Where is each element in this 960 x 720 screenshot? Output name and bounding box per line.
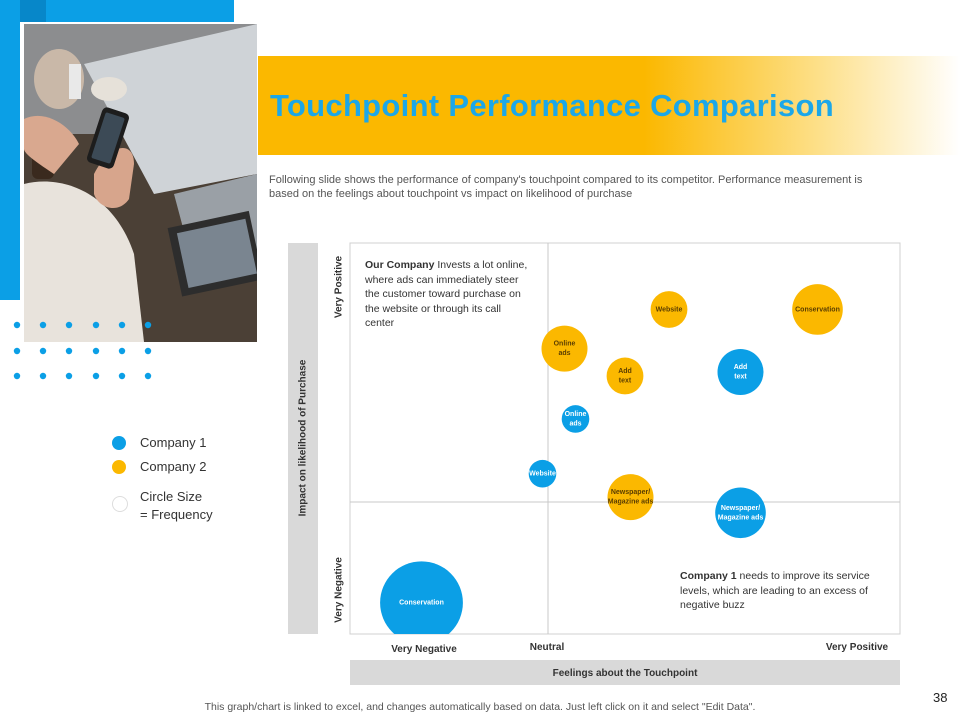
bubble-company-2-website: Website: [650, 291, 688, 328]
legend-swatch-blue: [112, 436, 126, 450]
bubble-company-1-online-ads: Online ads: [561, 405, 590, 433]
footer-note: This graph/chart is linked to excel, and…: [204, 701, 756, 713]
bubble-circle: [650, 291, 688, 328]
bubble-label: ads: [569, 421, 581, 428]
photo-illustration: [24, 24, 257, 342]
bubble-circle: [528, 459, 557, 488]
bubble-label: Website: [529, 471, 556, 478]
bubble-circle: [717, 349, 764, 396]
bubble-circle: [561, 405, 590, 433]
legend-item-company-1: Company 1: [110, 434, 260, 458]
bubble-layer: ConservationWebsiteOnlineadsAddtextNewsp…: [380, 284, 843, 634]
bubble-circle: [380, 561, 463, 634]
legend-label: Company 2: [140, 459, 207, 474]
bubble-label: Magazine ads: [718, 514, 764, 521]
note-company-1: Company 1 needs to improve its service l…: [680, 569, 902, 613]
note-our-company: Our Company Invests a lot online, where …: [365, 258, 530, 331]
legend-size-label: Circle Size = Frequency: [140, 488, 250, 524]
bubble-company-2-add-text: Add text: [606, 357, 644, 395]
note-our-company-text: Invests a lot online, where ads can imme…: [365, 259, 528, 329]
bubble-label: Add: [618, 368, 632, 375]
bubble-company-1-newspaper-magazine-ads: Newspaper/Magazine ads: [715, 487, 766, 539]
bubble-label: Website: [656, 306, 683, 313]
note-company-1-bold: Company 1: [680, 570, 737, 582]
bubble-circle: [607, 474, 654, 521]
bubble-company-1-website: Website: [528, 459, 557, 488]
legend-swatch-empty-circle: [112, 496, 128, 512]
bubble-label: Newspaper/: [611, 489, 650, 496]
decorative-dot-grid: [13, 321, 152, 380]
bubble-company-1-add-text: Add text: [717, 349, 764, 396]
photo-person-using-phone: [24, 24, 257, 342]
y-axis-title-bar: [288, 243, 318, 634]
bubble-label: Magazine ads: [608, 499, 654, 506]
top-accent-bar: [0, 0, 234, 22]
bubble-label: text: [619, 378, 632, 385]
note-company-1-text: needs to improve its service levels, whi…: [680, 570, 870, 611]
bubble-company-2-online-ads: Online ads: [541, 325, 588, 372]
bubble-label: Online: [565, 411, 587, 418]
x-tick-very-positive: Very Positive: [826, 642, 889, 653]
y-axis-title: Impact on likelihood of Purchase: [298, 359, 309, 516]
bubble-label: text: [734, 374, 747, 381]
chart-legend: Company 1 Company 2 Circle Size = Freque…: [110, 434, 260, 528]
bubble-label: Conservation: [399, 600, 444, 607]
top-accent-bar-dark: [20, 0, 46, 22]
bubble-circle: [792, 284, 843, 335]
bubble-label: Online: [554, 341, 576, 348]
bubble-company-2-newspaper-magazine-ads: Newspaper/Magazine ads: [607, 474, 654, 521]
x-tick-very-negative: Very Negative: [391, 644, 457, 655]
legend-item-company-2: Company 2: [110, 458, 260, 482]
y-tick-very-positive: Very Positive: [334, 255, 345, 318]
legend-size-line-2: = Frequency: [140, 507, 213, 522]
bubble-label: Conservation: [795, 306, 840, 313]
slide-number: 38: [933, 690, 948, 705]
bubble-label: ads: [558, 350, 570, 357]
legend-swatch-yellow: [112, 460, 126, 474]
left-accent-strip: [0, 0, 20, 300]
y-tick-very-negative: Very Negative: [334, 557, 345, 623]
bubble-label: Add: [734, 364, 748, 371]
legend-label: Company 1: [140, 435, 207, 450]
bubble-circle: [606, 357, 644, 395]
legend-size-line-1: Circle Size: [140, 489, 203, 504]
bubble-circle: [715, 487, 766, 539]
bubble-circle: [541, 325, 588, 372]
x-axis-title-bar: [350, 660, 900, 685]
bubble-company-2-conservation: Conservation: [792, 284, 843, 335]
title-banner: [258, 56, 960, 155]
x-tick-neutral: Neutral: [530, 642, 565, 653]
bubble-label: Newspaper/: [721, 505, 760, 512]
note-our-company-bold: Our Company: [365, 259, 435, 271]
slide-description: Following slide shows the performance of…: [269, 174, 863, 200]
bubble-company-1-conservation: Conservation: [380, 561, 463, 634]
page-title: Touchpoint Performance Comparison: [270, 88, 834, 123]
legend-item-circle-size: Circle Size = Frequency: [110, 488, 260, 528]
x-axis-title: Feelings about the Touchpoint: [553, 668, 698, 679]
